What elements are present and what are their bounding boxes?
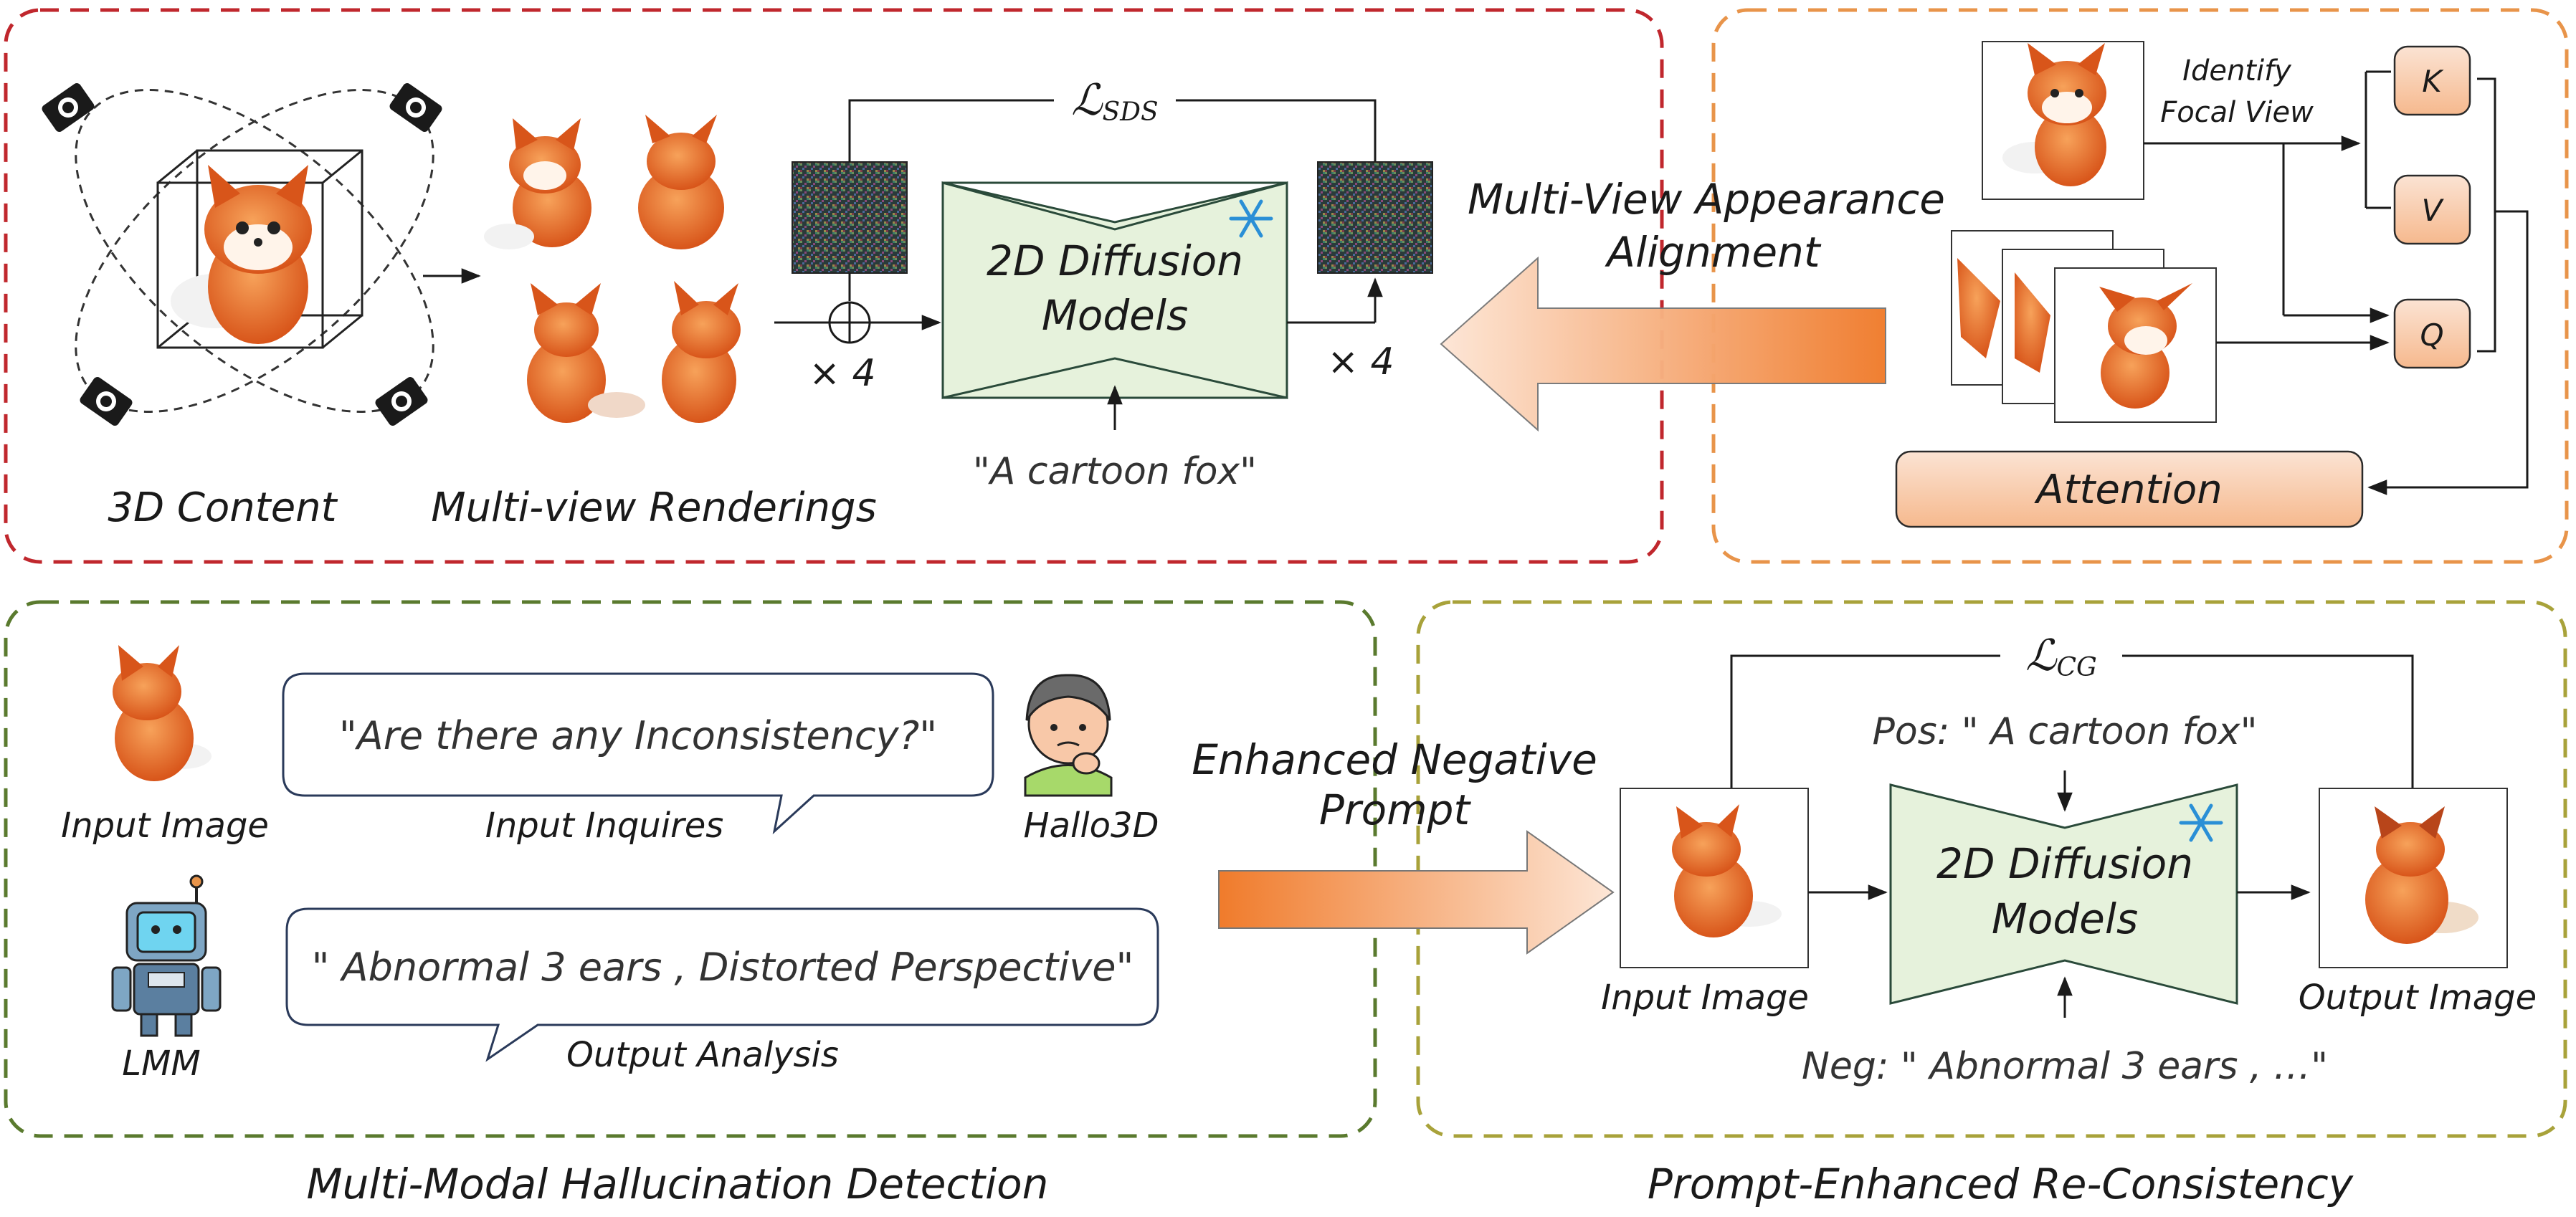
sds-diffusion-line1: 2D Diffusion — [987, 237, 1243, 285]
attention-panel-frame — [1711, 8, 2569, 564]
focal-label-line1: Identify — [2182, 54, 2292, 87]
hallo3d-label: Hallo3D — [1023, 806, 1159, 846]
q-box — [2393, 298, 2471, 369]
attention-label: Attention — [2034, 467, 2222, 513]
sds-panel-frame — [4, 8, 1664, 564]
k-label: K — [2422, 64, 2444, 99]
recon-input-image-label: Input Image — [1601, 978, 1809, 1018]
recon-output-image-label: Output Image — [2299, 978, 2537, 1018]
focal-fox-icon — [2002, 43, 2106, 186]
negative-label-line2: Prompt — [1319, 786, 1472, 834]
analysis-text: " Abnormal 3 ears , Distorted Perspectiv… — [312, 945, 1134, 990]
view-fox-icon — [1957, 258, 2192, 409]
pos-prompt: Pos: " A cartoon fox" — [1872, 710, 2257, 753]
output-analysis-label: Output Analysis — [566, 1035, 839, 1075]
input-inquires-label: Input Inquires — [485, 806, 724, 846]
v-box — [2393, 174, 2471, 245]
cg-loss-label: ℒCG — [2025, 631, 2097, 682]
sds-loss-label: ℒSDS — [1071, 75, 1158, 127]
sds-prompt: "A cartoon fox" — [973, 450, 1257, 493]
kvq-bracket — [2370, 77, 2529, 487]
question-bubble — [282, 672, 994, 835]
noise-output — [1317, 161, 1433, 274]
focal-label-line2: Focal View — [2160, 96, 2314, 129]
alignment-label-line2: Alignment — [1604, 228, 1821, 277]
analysis-bubble — [285, 907, 1159, 1062]
noise-input — [792, 161, 908, 274]
negative-label-line1: Enhanced Negative — [1192, 735, 1597, 784]
question-text: "Are there any Inconsistency?" — [339, 713, 937, 758]
attention-box — [1895, 450, 2364, 528]
times4-left: × 4 — [809, 352, 875, 395]
cg-loss-symbol: ℒ — [2025, 631, 2058, 681]
detection-input-image-label: Input Image — [61, 806, 269, 846]
recon-diffusion-line1: 2D Diffusion — [1936, 839, 2193, 888]
reconsistency-panel-frame — [1416, 600, 2567, 1138]
cg-loss-subscript: CG — [2056, 653, 2096, 682]
reconsistency-caption: Prompt-Enhanced Re-Consistency — [1648, 1160, 2354, 1208]
multiview-foxes — [484, 115, 741, 423]
camera-icon — [42, 82, 442, 426]
input-fox-icon — [113, 645, 212, 781]
thinking-person-icon — [1024, 674, 1113, 797]
snowflake-icon — [1229, 199, 1273, 238]
detection-panel-frame — [4, 600, 1377, 1138]
fox-3d-icon — [171, 165, 312, 344]
recon-input-fox-icon — [1672, 804, 1782, 937]
label-multiview-renderings: Multi-view Renderings — [431, 485, 877, 531]
output-fox-icon — [2365, 806, 2478, 944]
q-label: Q — [2420, 318, 2443, 353]
detection-caption: Multi-Modal Hallucination Detection — [307, 1160, 1049, 1208]
recon-snowflake-icon — [2179, 803, 2223, 842]
alignment-label-line1: Multi-View Appearance — [1468, 175, 1945, 224]
robot-icon — [111, 874, 222, 1037]
sds-loss-symbol: ℒ — [1071, 75, 1103, 125]
k-box — [2393, 45, 2471, 116]
times4-right: × 4 — [1327, 340, 1394, 383]
neg-prompt: Neg: " Abnormal 3 ears , …" — [1802, 1045, 2328, 1088]
v-label: V — [2422, 193, 2445, 228]
sds-loss-subscript: SDS — [1103, 97, 1159, 127]
recon-diffusion-line2: Models — [1992, 894, 2138, 943]
lmm-label: LMM — [122, 1044, 201, 1084]
label-3d-content: 3D Content — [108, 485, 338, 531]
sds-diffusion-line2: Models — [1042, 291, 1188, 340]
recon-diffusion-model-shape — [1889, 783, 2238, 1005]
negative-prompt-arrow — [1218, 830, 1615, 955]
